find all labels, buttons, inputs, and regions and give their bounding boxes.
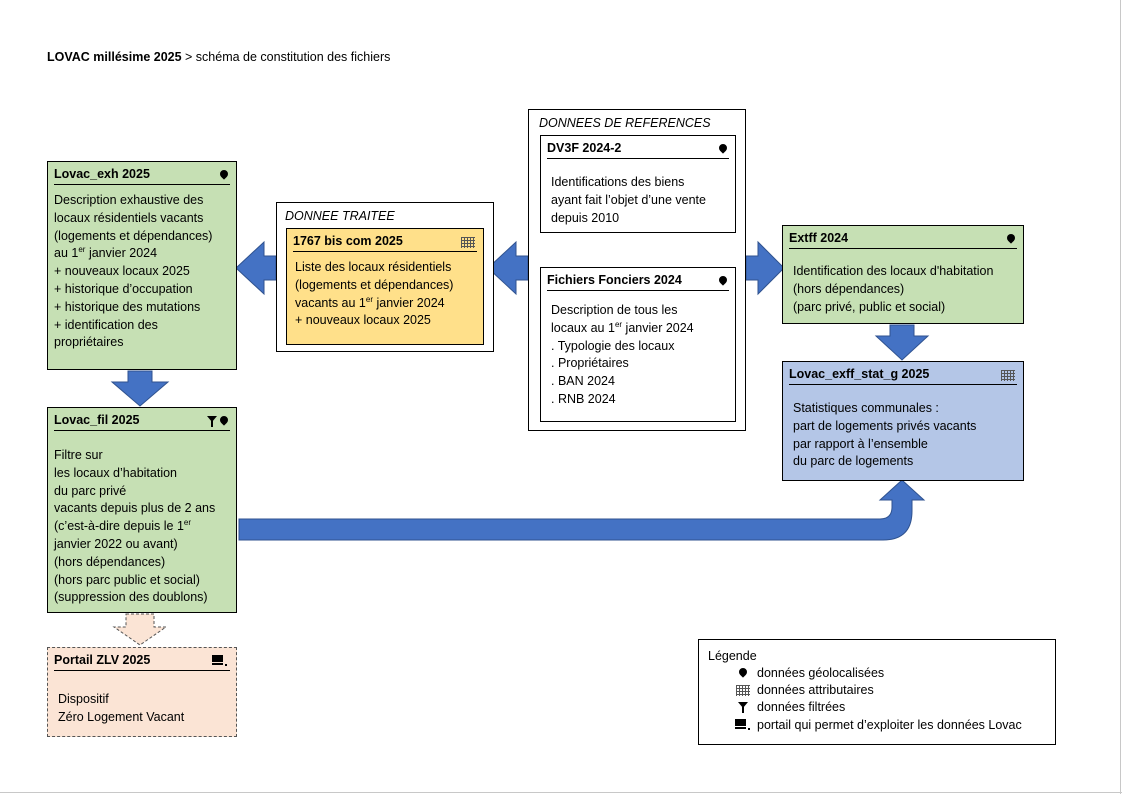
computer-icon <box>735 719 751 731</box>
lovac-fil-description: Filtre sur les locaux d’habitation du pa… <box>54 448 216 605</box>
dv3f-header: DV3F 2024-2 <box>547 140 729 159</box>
geolocated-pin-icon <box>1007 234 1015 245</box>
page-title: LOVAC millésime 2025 > schéma de constit… <box>47 50 391 64</box>
extff-title: Extff 2024 <box>789 231 849 245</box>
attribute-grid-icon <box>736 684 750 696</box>
dv3f-box: DV3F 2024-2 Identifications des biens ay… <box>540 135 736 233</box>
lovac-exff-stat-header: Lovac_exff_stat_g 2025 <box>789 366 1017 385</box>
donnees-references-frame: DONNEES DE REFERENCES DV3F 2024-2 Identi… <box>528 109 746 431</box>
computer-icon <box>212 655 228 667</box>
1767-bis-com-box: 1767 bis com 2025 Liste des locaux résid… <box>286 228 484 345</box>
arrow-fil-to-stat <box>238 479 926 541</box>
legend-item-portal: portail qui permet d’exploiter les donné… <box>733 718 1022 732</box>
arrow-traitee-to-exh <box>235 240 277 296</box>
lovac-fil-box: Lovac_fil 2025 Filtre sur les locaux d’h… <box>47 407 237 613</box>
arrow-references-to-traitee <box>487 240 529 296</box>
donnee-traitee-label: DONNEE TRAITEE <box>285 209 395 223</box>
extff-description: Identification des locaux d'habitation (… <box>793 264 994 314</box>
portail-zlv-box: Portail ZLV 2025 Dispositif Zéro Logemen… <box>47 647 237 737</box>
extff-box: Extff 2024 Identification des locaux d'h… <box>782 225 1024 324</box>
page-border-right <box>1120 0 1121 794</box>
arrow-references-to-extff <box>745 240 785 296</box>
dv3f-title: DV3F 2024-2 <box>547 141 622 155</box>
donnees-references-label: DONNEES DE REFERENCES <box>539 116 711 130</box>
extff-header: Extff 2024 <box>789 230 1017 249</box>
arrow-fil-to-portail <box>112 613 168 646</box>
fichiers-fonciers-box: Fichiers Fonciers 2024 Description de to… <box>540 267 736 422</box>
geolocated-pin-icon <box>719 276 727 287</box>
fichiers-fonciers-title: Fichiers Fonciers 2024 <box>547 273 682 287</box>
lovac-exh-header: Lovac_exh 2025 <box>54 166 230 185</box>
legend: Légende données géolocalisées données at… <box>698 639 1056 745</box>
arrow-exh-to-fil <box>110 370 170 407</box>
geolocated-pin-icon <box>719 144 727 155</box>
portail-zlv-description: Dispositif Zéro Logement Vacant <box>58 692 185 724</box>
attribute-grid-icon <box>1001 369 1015 381</box>
attribute-grid-icon <box>461 236 475 248</box>
lovac-exff-stat-title: Lovac_exff_stat_g 2025 <box>789 367 930 381</box>
legend-item-attributes: données attributaires <box>733 683 874 697</box>
page-border-bottom <box>0 792 1122 793</box>
lovac-exh-title: Lovac_exh 2025 <box>54 167 150 181</box>
geolocated-pin-icon <box>220 416 228 427</box>
lovac-exff-stat-description: Statistiques communales : part de logeme… <box>793 401 977 469</box>
1767-bis-com-description: Liste des locaux résidentiels (logements… <box>295 260 454 328</box>
lovac-exh-box: Lovac_exh 2025 Description exhaustive de… <box>47 161 237 370</box>
lovac-exff-stat-box: Lovac_exff_stat_g 2025 Statistiques comm… <box>782 361 1024 481</box>
legend-item-filtered: données filtrées <box>733 700 845 714</box>
lovac-fil-header: Lovac_fil 2025 <box>54 412 230 431</box>
lovac-fil-title: Lovac_fil 2025 <box>54 413 140 427</box>
1767-bis-com-header: 1767 bis com 2025 <box>293 233 477 252</box>
legend-item-geolocated: données géolocalisées <box>733 666 884 680</box>
arrow-extff-to-stat <box>874 324 930 361</box>
donnee-traitee-frame: DONNEE TRAITEE 1767 bis com 2025 Liste d… <box>276 202 494 352</box>
legend-title: Légende <box>708 649 757 663</box>
1767-bis-com-title: 1767 bis com 2025 <box>293 234 403 248</box>
dv3f-description: Identifications des biens ayant fait l’o… <box>551 175 706 225</box>
portail-zlv-title: Portail ZLV 2025 <box>54 653 151 667</box>
filter-icon <box>738 701 748 713</box>
geolocated-pin-icon <box>220 170 228 181</box>
lovac-exh-description: Description exhaustive des locaux réside… <box>54 193 213 350</box>
fichiers-fonciers-header: Fichiers Fonciers 2024 <box>547 272 729 291</box>
geolocated-pin-icon <box>739 668 747 679</box>
filter-icon <box>207 415 217 427</box>
portail-zlv-header: Portail ZLV 2025 <box>54 652 230 671</box>
fichiers-fonciers-description: Description de tous les locaux au 1er ja… <box>551 303 694 406</box>
